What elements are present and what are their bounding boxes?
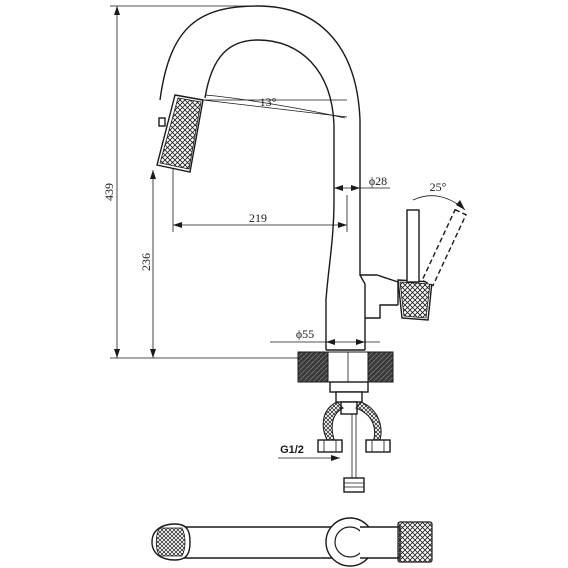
spray-head-knurl — [159, 97, 202, 170]
dim-arrow-phi28-right — [351, 185, 360, 191]
pullout-hose — [351, 414, 357, 480]
dim-arrow-top — [114, 6, 120, 15]
dim-spray-angle-label: 13° — [260, 95, 277, 109]
dim-total-height-label: 439 — [102, 183, 116, 201]
dim-thread-label: G1/2 — [280, 444, 304, 456]
dim-angle-spray-lines — [202, 99, 348, 118]
dim-handle-angle-label: 25° — [430, 180, 447, 194]
hose-fitting-lines — [323, 440, 385, 452]
handle-lever-rotated — [421, 208, 467, 287]
dim-arrow-25-right — [456, 200, 465, 210]
handle-lever-vertical — [406, 209, 420, 283]
handle-mount — [376, 274, 399, 305]
spout-inner-curve — [204, 39, 335, 350]
dim-total-height-line — [110, 5, 300, 359]
dim-reach-line — [172, 168, 348, 232]
body-outer-line — [359, 274, 366, 350]
hose-weight — [343, 477, 365, 493]
dimension-annotations: 439 236 219 13° ϕ28 25° ϕ55 G1/2 — [102, 5, 466, 461]
faucet-side-view — [156, 5, 467, 493]
spray-button-icon — [158, 117, 166, 127]
dim-spout-height-label: 236 — [139, 253, 153, 271]
dim-handle-angle-arc — [412, 195, 466, 211]
hose-left — [322, 401, 344, 446]
dim-arrow-phi28-left — [334, 185, 343, 191]
dim-reach-label: 219 — [249, 211, 267, 225]
mount-nut — [329, 381, 369, 393]
dim-arrow-phi55-left — [326, 339, 335, 345]
dim-arrow-reach-right — [338, 222, 347, 228]
dim-body-diameter-label: ϕ28 — [369, 174, 387, 188]
handle-grip-knurl — [399, 281, 431, 319]
dim-arrow-thread — [331, 455, 340, 461]
hose-right — [355, 401, 382, 446]
hose-fitting-left — [317, 439, 343, 453]
dim-base-diameter-label: ϕ55 — [296, 327, 314, 341]
top-handle — [360, 526, 401, 559]
hose-fitting-right — [365, 439, 391, 453]
top-spout-arm — [175, 526, 346, 559]
dim-arrow-spout-bottom — [150, 349, 156, 358]
faucet-top-view — [151, 517, 433, 567]
top-spray-head-knurl — [155, 527, 186, 557]
dim-angle-spray-arc — [204, 94, 346, 119]
dim-arrow-phi55-right — [356, 339, 365, 345]
dim-arrow-reach-left — [173, 222, 182, 228]
hose-weight-lines — [344, 482, 364, 488]
body-lower — [326, 304, 398, 351]
dim-arrow-spout-top — [150, 170, 156, 179]
top-handle-grip — [397, 521, 433, 563]
mount-washer — [335, 391, 363, 403]
dim-arrow-bottom — [114, 349, 120, 358]
